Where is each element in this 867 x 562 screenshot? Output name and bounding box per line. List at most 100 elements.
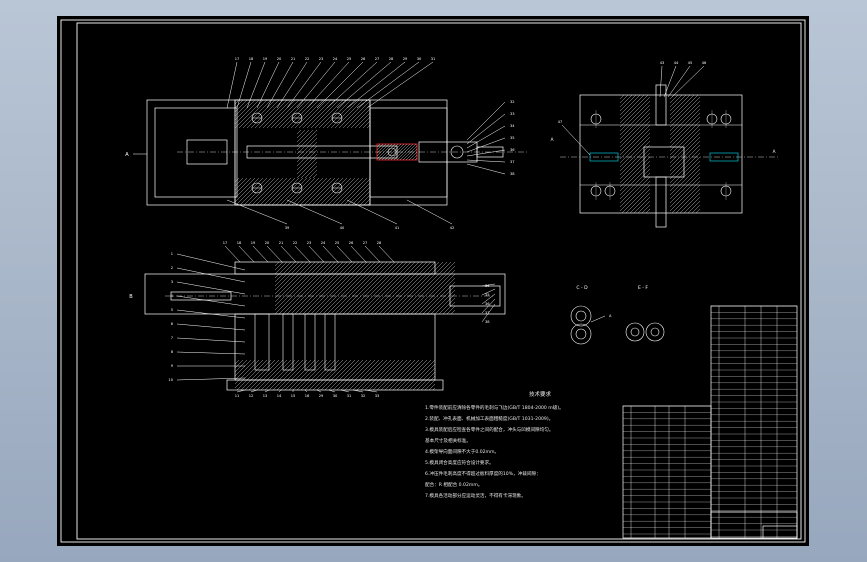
callout-number: 19	[251, 241, 256, 245]
side-view-plate	[579, 94, 743, 214]
callout-leader	[176, 281, 246, 295]
callout-leader	[346, 61, 406, 109]
tech-note-line: 5.模具闭合高度应符合设计要求。	[425, 461, 494, 466]
callout-leader	[466, 125, 506, 149]
callout-leader	[246, 61, 266, 109]
callout-number: 46	[702, 61, 707, 65]
callout-leader	[224, 245, 241, 263]
section-cd-gear-inner	[575, 310, 587, 322]
lower-view-top-hatch	[275, 262, 455, 314]
callout-leader	[340, 389, 350, 393]
callout-number: 24	[321, 241, 326, 245]
callout-number: 37	[510, 160, 515, 164]
callout-leader	[336, 61, 392, 109]
callout-leader	[280, 245, 297, 263]
callout-leader	[286, 61, 322, 109]
callout-number: 31	[431, 57, 436, 61]
callout-leader	[481, 293, 496, 305]
callout-leader	[466, 137, 506, 153]
callout-number: 43	[660, 61, 665, 65]
lower-view-post	[282, 313, 294, 371]
section-label-a: A	[125, 152, 129, 158]
callout-leader	[236, 61, 252, 109]
callout-leader	[276, 61, 308, 109]
lower-view-post	[304, 313, 316, 371]
main-view-red-hatch	[377, 144, 417, 160]
callout-number: 5	[171, 308, 173, 312]
callout-number: 11	[235, 394, 240, 398]
callout-leader	[328, 389, 336, 393]
tech-note-line: 4.模架导向面间隙不大于0.02mm。	[425, 450, 500, 455]
callout-number: 16	[305, 394, 310, 398]
tech-notes-title: 技术要求	[528, 392, 551, 398]
side-view-left-rod	[589, 152, 619, 162]
section-ef-gear-outer	[625, 322, 645, 342]
callout-number: 6	[171, 322, 174, 326]
callout-leader	[226, 61, 238, 109]
side-view-right-hatch	[670, 95, 700, 213]
callout-number: 34	[485, 284, 490, 288]
callout-number: 45	[688, 61, 693, 65]
callout-number: 21	[291, 57, 296, 61]
main-view-right-chamber	[369, 107, 448, 198]
callout-number: 18	[237, 241, 242, 245]
main-view-left-block	[186, 139, 228, 165]
callout-leader	[236, 389, 246, 393]
callout-leader	[296, 61, 336, 109]
callout-leader	[481, 283, 496, 287]
callout-number: 44	[674, 61, 679, 65]
callout-number: 3	[171, 280, 173, 284]
callout-leader	[176, 295, 246, 307]
section-ef-label: E - F	[638, 285, 648, 291]
tech-note-line: 7.模具各活动部分应运动灵活，不得有卡滞现象。	[425, 494, 526, 499]
callout-leader	[176, 267, 246, 283]
callout-number: 36	[510, 148, 515, 152]
side-view-right-rod	[709, 152, 739, 162]
callout-number: 40	[340, 226, 345, 230]
title-block	[710, 511, 798, 539]
side-view-bottom-rod	[655, 176, 667, 228]
callout-number: 23	[319, 57, 324, 61]
callout-number: 8	[171, 350, 174, 354]
callout-leader	[256, 61, 280, 109]
callout-number: 41	[395, 226, 400, 230]
callout-leader	[238, 245, 255, 263]
callout-leader	[481, 298, 496, 314]
callout-number: 25	[335, 241, 340, 245]
callout-number: 22	[293, 241, 298, 245]
section-ef-gear-outer	[645, 322, 665, 342]
section-cd-gear-outer	[570, 323, 592, 345]
main-view-top-hatch	[235, 100, 370, 128]
callout-number: 7	[171, 336, 173, 340]
title-block-drawing-no	[762, 525, 798, 539]
callout-leader	[266, 245, 283, 263]
callout-leader	[316, 389, 322, 393]
tech-note-line: 3.模具装配后应检查各零件之间的配合，冲头与凹模间隙均匀。	[425, 428, 554, 433]
callout-number: 23	[307, 241, 312, 245]
callout-leader	[322, 245, 339, 263]
callout-leader	[278, 389, 282, 393]
callout-leader	[176, 253, 246, 271]
callout-number: 30	[333, 394, 338, 398]
callout-number: 32	[510, 100, 515, 104]
callout-leader	[466, 113, 506, 145]
section-ef-gear-inner	[650, 327, 660, 337]
callout-leader	[356, 61, 420, 109]
section-ef-gear-inner	[630, 327, 640, 337]
callout-leader	[326, 61, 378, 109]
callout-number: 29	[403, 57, 408, 61]
callout-leader	[176, 351, 246, 355]
callout-leader	[346, 199, 398, 225]
section-cd-label: C - D	[576, 285, 588, 291]
main-view-pin	[387, 147, 397, 157]
callout-number: 33	[510, 112, 515, 116]
callout-leader	[336, 245, 353, 263]
callout-number: 2	[171, 266, 173, 270]
callout-number: 31	[347, 394, 352, 398]
callout-number: 34	[510, 124, 515, 128]
callout-number: 25	[347, 57, 352, 61]
lower-view-base-hatch	[235, 360, 435, 390]
callout-number: 19	[263, 57, 268, 61]
callout-number: 26	[361, 57, 366, 61]
